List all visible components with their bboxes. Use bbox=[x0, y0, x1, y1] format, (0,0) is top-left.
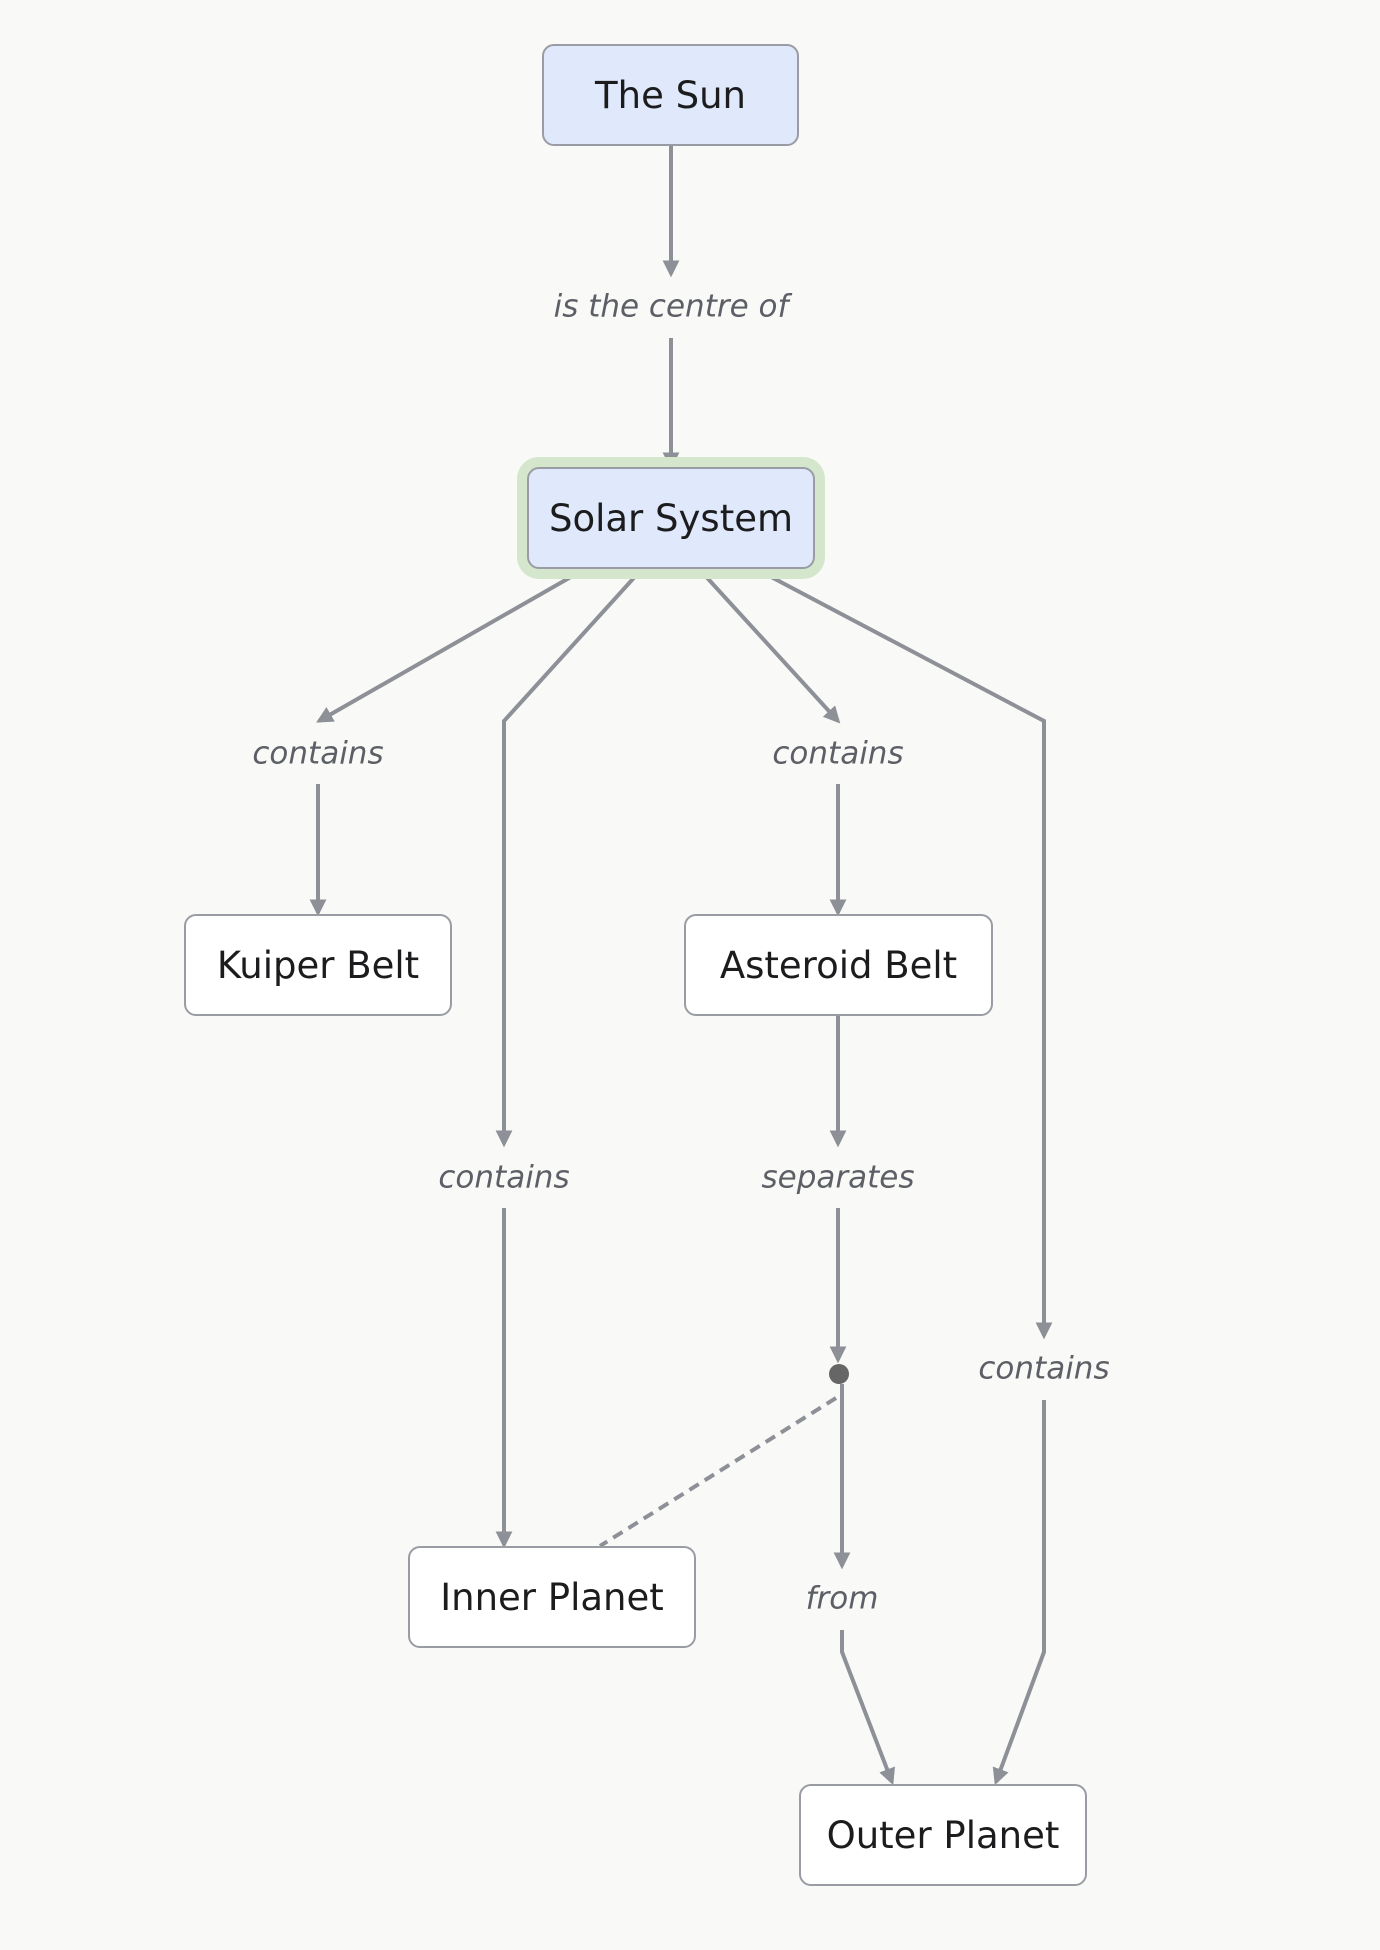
edge-solar-to-inner-label[interactable] bbox=[495, 568, 643, 1148]
junction-dot[interactable] bbox=[829, 1364, 849, 1384]
edge-solar-to-kuiper-label[interactable] bbox=[316, 568, 584, 723]
node-asteroid-belt[interactable]: Asteroid Belt bbox=[684, 914, 993, 1016]
node-label: The Sun bbox=[595, 73, 746, 117]
node-label: Asteroid Belt bbox=[719, 943, 958, 987]
node-kuiper-belt[interactable]: Kuiper Belt bbox=[184, 914, 452, 1016]
edge-label-is-the-centre-of[interactable]: is the centre of bbox=[553, 288, 789, 325]
node-solar-system[interactable]: Solar System bbox=[527, 467, 815, 569]
node-label: Inner Planet bbox=[440, 1575, 664, 1619]
edge-label-from[interactable]: from bbox=[805, 1580, 879, 1617]
edge-solar-to-asteroid-label[interactable] bbox=[698, 568, 841, 724]
node-label: Outer Planet bbox=[826, 1813, 1060, 1857]
edge-junction-to-inner-planet-dashed[interactable] bbox=[598, 1396, 838, 1548]
edge-from-label-to-outer-planet[interactable] bbox=[840, 1630, 896, 1786]
node-inner-planet[interactable]: Inner Planet bbox=[408, 1546, 696, 1648]
node-label: Solar System bbox=[548, 496, 794, 540]
node-the-sun[interactable]: The Sun bbox=[542, 44, 799, 146]
node-outer-planet[interactable]: Outer Planet bbox=[799, 1784, 1087, 1886]
edge-label-separates[interactable]: separates bbox=[761, 1159, 915, 1196]
edge-label-contains-kuiper[interactable]: contains bbox=[252, 735, 384, 772]
edge-solar-to-outer-label[interactable] bbox=[757, 568, 1053, 1340]
edge-label-contains-outer[interactable]: contains bbox=[978, 1350, 1110, 1387]
edge-label-contains-asteroid[interactable]: contains bbox=[772, 735, 904, 772]
edge-outer-label-to-outer-planet[interactable] bbox=[992, 1400, 1046, 1786]
edge-label-contains-inner[interactable]: contains bbox=[438, 1159, 570, 1196]
node-label: Kuiper Belt bbox=[216, 943, 420, 987]
